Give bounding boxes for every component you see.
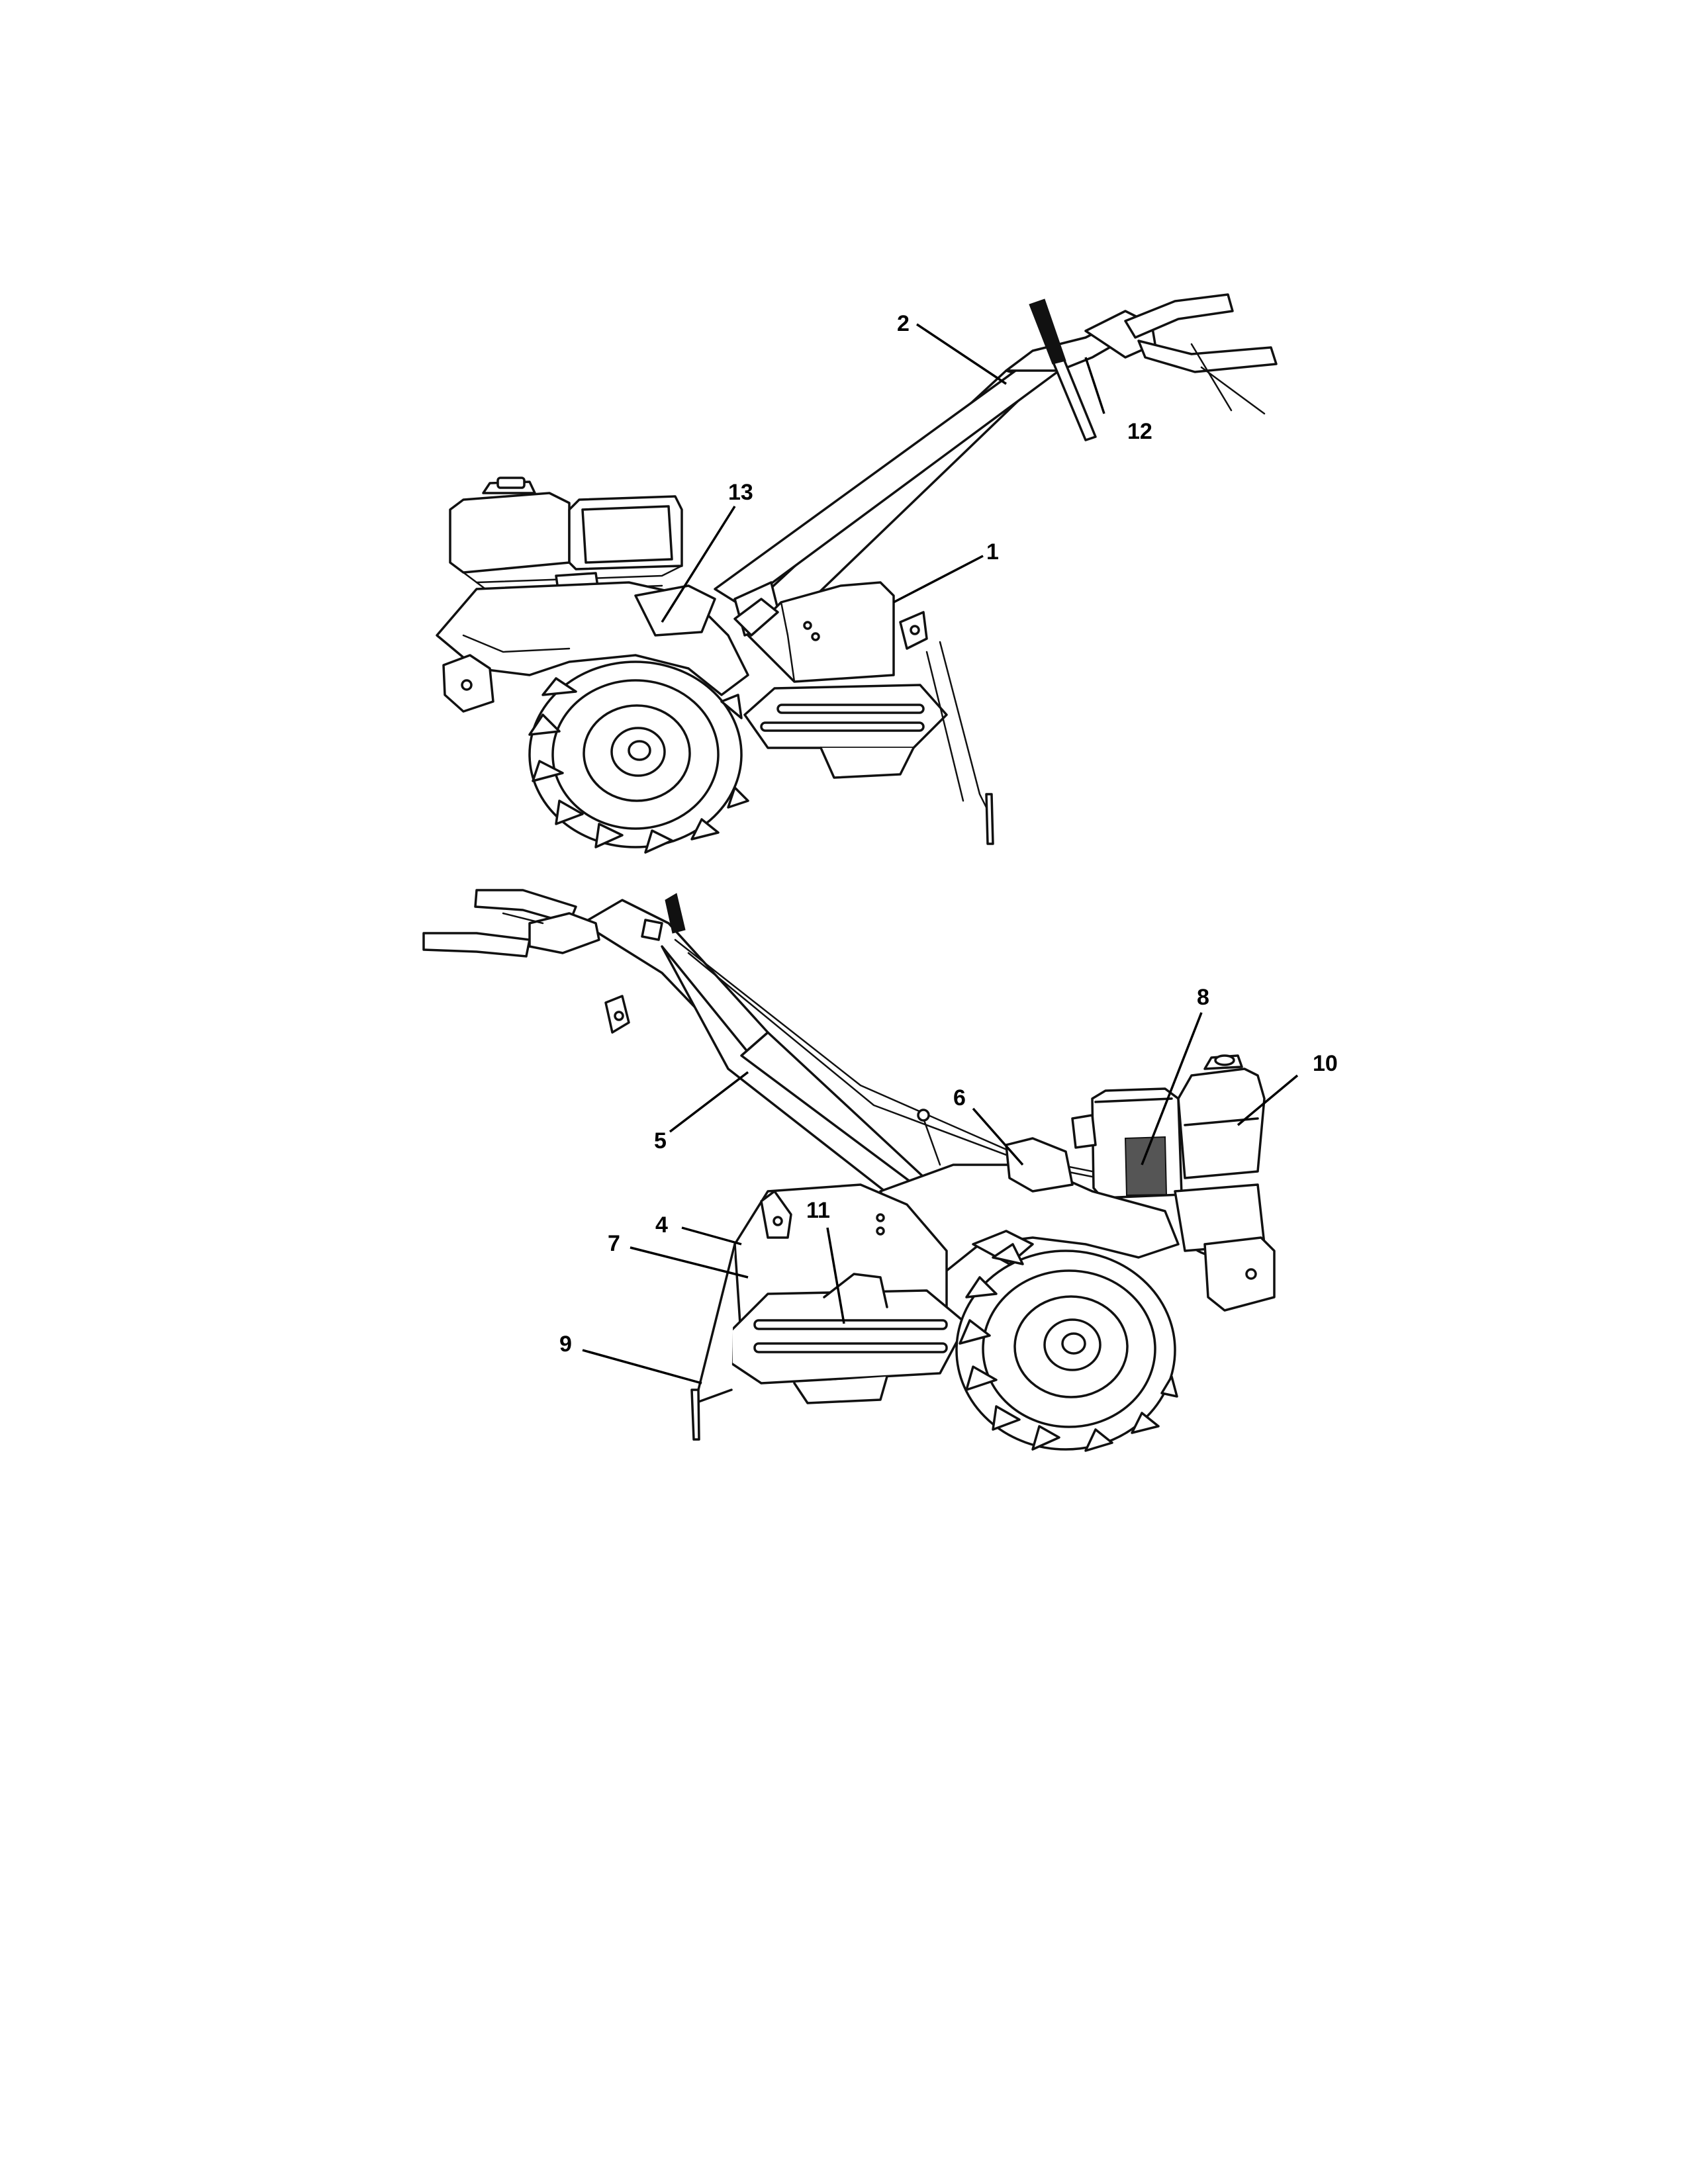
callout-13: 13 bbox=[728, 480, 753, 505]
handlebar-tube-top bbox=[733, 598, 779, 637]
callout-4: 4 bbox=[655, 1212, 668, 1238]
callout-6: 6 bbox=[953, 1085, 966, 1111]
frame-fender-bottom bbox=[879, 1109, 1180, 1272]
callout-1: 1 bbox=[986, 539, 999, 565]
callout-10: 10 bbox=[1313, 1051, 1338, 1076]
handlebar-assembly-bottom bbox=[422, 889, 964, 1236]
callout-5: 5 bbox=[654, 1128, 667, 1154]
callout-8: 8 bbox=[1197, 985, 1209, 1010]
callout-9: 9 bbox=[559, 1332, 572, 1357]
leader-lines bbox=[582, 323, 1299, 1385]
engine-bottom bbox=[1071, 1054, 1276, 1312]
handlebar-assembly-top bbox=[714, 293, 1278, 637]
engine-top bbox=[449, 477, 683, 600]
callout-12: 12 bbox=[1127, 419, 1152, 444]
wheel-bottom bbox=[955, 1243, 1178, 1452]
control-cable bbox=[674, 938, 1127, 1179]
callout-7: 7 bbox=[608, 1231, 620, 1256]
callout-11: 11 bbox=[806, 1198, 830, 1223]
tine-hood-bottom bbox=[690, 1183, 968, 1441]
control-cable-2 bbox=[687, 952, 1133, 1186]
tine-hood-top bbox=[743, 581, 994, 845]
wheel-top bbox=[528, 660, 749, 854]
callout-labels: 1 2 13 12 5 6 8 10 4 7 11 9 bbox=[559, 311, 1338, 1357]
tiller-left-side-view bbox=[436, 293, 1278, 854]
tiller-right-side-view bbox=[422, 889, 1276, 1452]
callout-2: 2 bbox=[897, 311, 910, 336]
